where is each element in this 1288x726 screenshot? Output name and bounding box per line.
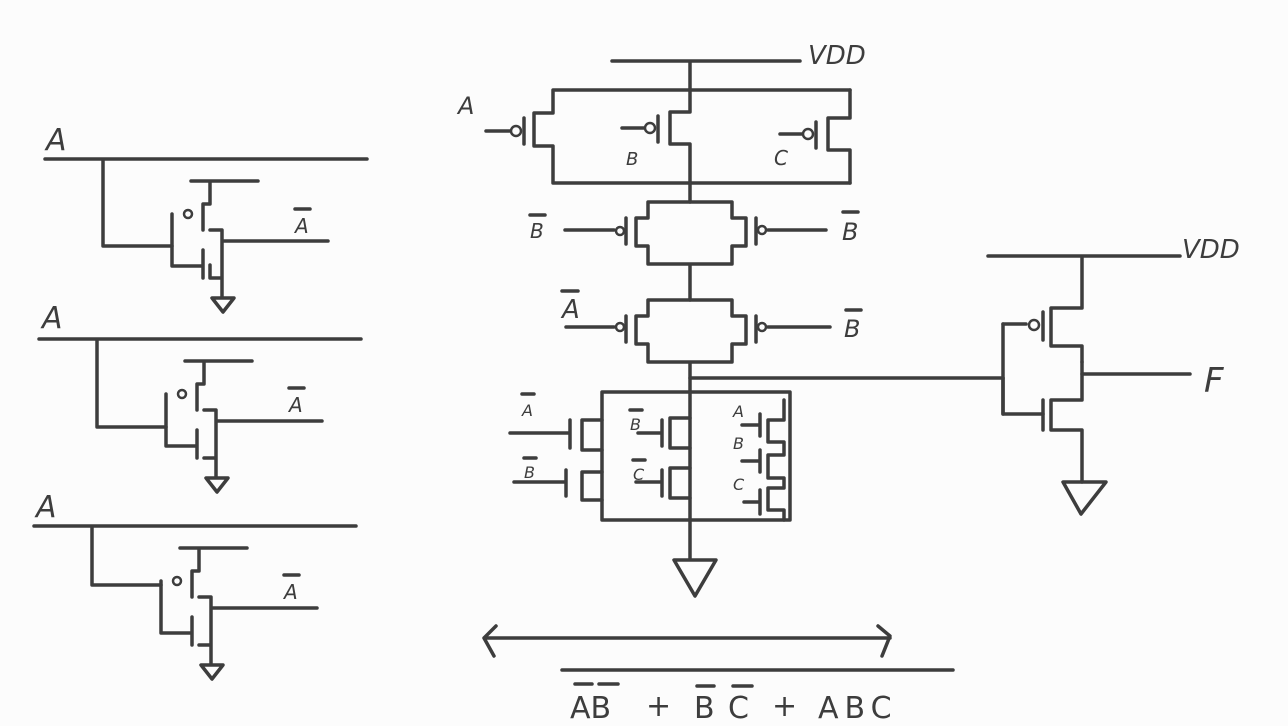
inverter-1-pmos-bubble xyxy=(182,208,194,220)
pmos-b-label: B xyxy=(626,149,638,170)
expression-plus2: + xyxy=(772,689,797,724)
pmos-bbar2-bubble xyxy=(756,321,768,333)
nmos-c-label: C xyxy=(733,475,745,494)
pmos-bbar-left-bubble xyxy=(614,225,626,237)
nmos-bbar-label: B xyxy=(524,463,535,482)
inverter-3-output-label: A xyxy=(282,580,298,604)
inverter-3: A A xyxy=(32,490,358,681)
boolean-expression: AB + BC + ABC xyxy=(482,624,955,726)
main-gate: VDD A B C B B A B xyxy=(456,41,1005,598)
pmos-b-bubble xyxy=(643,121,657,135)
pmos-abar-label: A xyxy=(560,295,580,325)
pmos-bbar2-label: B xyxy=(844,315,860,343)
inverter-3-input-label: A xyxy=(34,490,57,525)
expression-plus1: + xyxy=(646,689,671,724)
pmos-c-bubble xyxy=(801,127,815,141)
nmos-bbar2-label: B xyxy=(630,415,641,434)
inverter-3-pmos-bubble xyxy=(171,575,183,587)
pmos-a-label: A xyxy=(456,92,474,120)
inverter-2-pmos-bubble xyxy=(176,388,188,400)
output-inverter: VDD F xyxy=(986,235,1240,516)
main-vdd-label: VDD xyxy=(808,41,866,71)
nmos-cbar-label: C xyxy=(633,465,645,484)
inverter-1-output-label: A xyxy=(293,214,309,238)
double-arrow xyxy=(482,624,892,658)
inverter-2: A A xyxy=(37,301,363,494)
pmos-abar-bubble xyxy=(614,321,626,333)
pmos-bbar-right-label: B xyxy=(842,218,858,246)
nmos-abar-label: A xyxy=(521,401,533,420)
pmos-bbar-left-label: B xyxy=(530,219,544,243)
nmos-a-label: A xyxy=(732,402,744,421)
expression-term3: ABC xyxy=(818,691,898,726)
output-pmos-bubble xyxy=(1027,318,1041,332)
nmos-b-label: B xyxy=(733,434,744,453)
output-vdd-label: VDD xyxy=(1182,235,1240,265)
inverter-1-input-label: A xyxy=(44,123,67,158)
pmos-a-bubble xyxy=(509,124,523,138)
inverter-2-input-label: A xyxy=(40,301,63,336)
inverter-2-output-label: A xyxy=(287,393,303,417)
expression-term1: AB xyxy=(570,691,611,726)
inverter-1: A A xyxy=(43,123,369,314)
expression-term2: BC xyxy=(694,691,763,726)
pmos-bbar-right-bubble xyxy=(756,224,768,236)
output-f-label: F xyxy=(1204,361,1224,401)
pmos-c-label: C xyxy=(774,146,788,170)
